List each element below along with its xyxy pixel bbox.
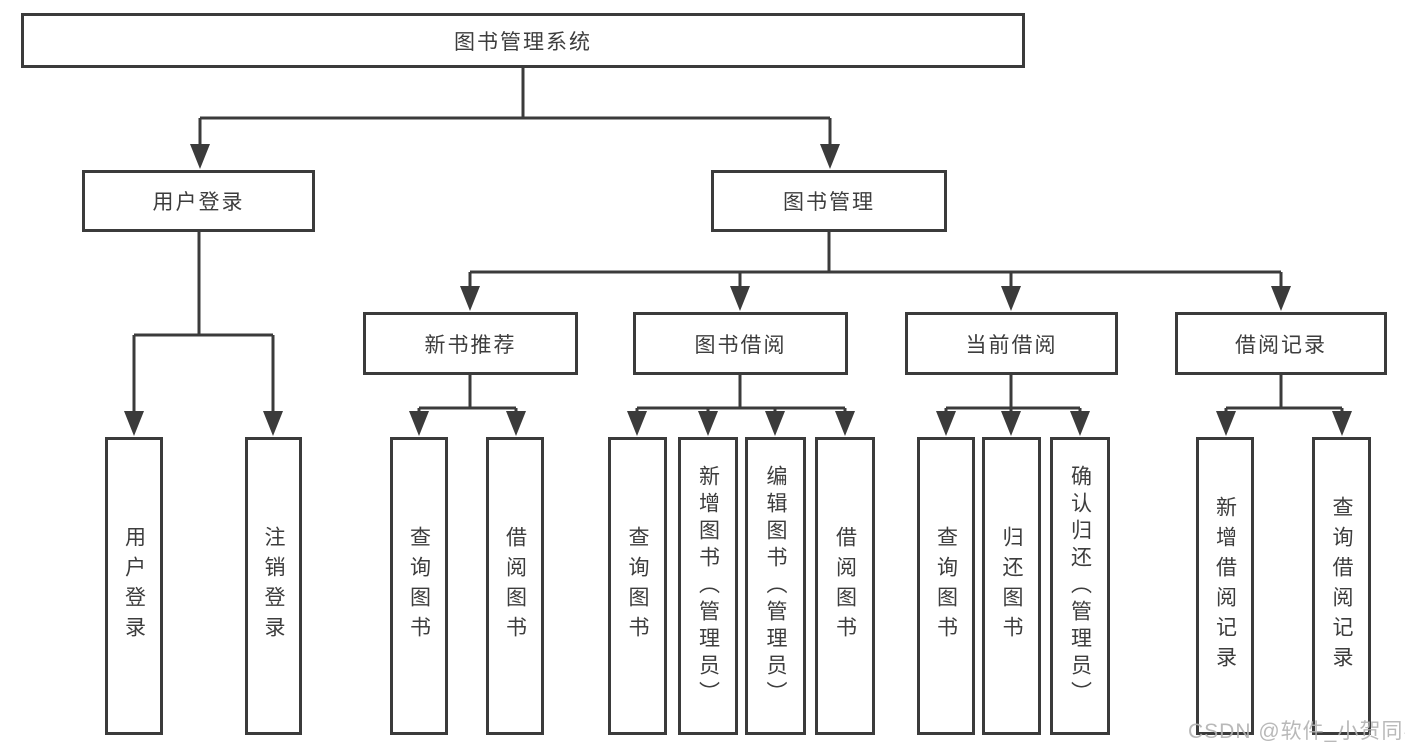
arrowhead-icon — [698, 411, 718, 436]
arrowhead-icon — [1271, 286, 1291, 311]
node-book-borrow: 图书借阅 — [633, 312, 848, 375]
arrowhead-icon — [124, 411, 144, 436]
arrowhead-icon — [263, 411, 283, 436]
arrowhead-icon — [765, 411, 785, 436]
node-book-management: 图书管理 — [711, 170, 947, 232]
arrowhead-icon — [1001, 286, 1021, 311]
arrowhead-icon — [820, 144, 840, 169]
leaf-current-query-book: 查询图书 — [917, 437, 975, 735]
leaf-user-login: 用户登录 — [105, 437, 163, 735]
arrowhead-icon — [1332, 411, 1352, 436]
leaf-borrow-add-book-admin: 新增图书（管理员） — [678, 437, 738, 735]
leaf-borrow-borrow-book: 借阅图书 — [815, 437, 875, 735]
node-borrow-records: 借阅记录 — [1175, 312, 1387, 375]
leaf-borrow-query-book: 查询图书 — [608, 437, 667, 735]
node-root-system: 图书管理系统 — [21, 13, 1025, 68]
arrowhead-icon — [1216, 411, 1236, 436]
leaf-current-confirm-return-admin: 确认归还（管理员） — [1050, 437, 1110, 735]
leaf-records-query-record: 查询借阅记录 — [1312, 437, 1371, 735]
arrowhead-icon — [409, 411, 429, 436]
leaf-newbooks-borrow-book: 借阅图书 — [486, 437, 544, 735]
arrowhead-icon — [460, 286, 480, 311]
arrowhead-icon — [835, 411, 855, 436]
leaf-borrow-edit-book-admin: 编辑图书（管理员） — [745, 437, 806, 735]
csdn-watermark: CSDN @软件_小贺同学 — [1188, 720, 1405, 743]
leaf-records-add-record: 新增借阅记录 — [1196, 437, 1254, 735]
leaf-logout: 注销登录 — [245, 437, 302, 735]
arrowhead-icon — [1001, 411, 1021, 436]
arrowhead-icon — [1070, 411, 1090, 436]
arrowhead-icon — [627, 411, 647, 436]
node-user-login: 用户登录 — [82, 170, 315, 232]
node-current-borrow: 当前借阅 — [905, 312, 1118, 375]
arrowhead-icon — [506, 411, 526, 436]
arrowhead-icon — [190, 144, 210, 169]
leaf-current-return-book: 归还图书 — [982, 437, 1041, 735]
leaf-newbooks-query-book: 查询图书 — [390, 437, 448, 735]
arrowhead-icon — [730, 286, 750, 311]
node-new-book-recommend: 新书推荐 — [363, 312, 578, 375]
arrowhead-icon — [936, 411, 956, 436]
